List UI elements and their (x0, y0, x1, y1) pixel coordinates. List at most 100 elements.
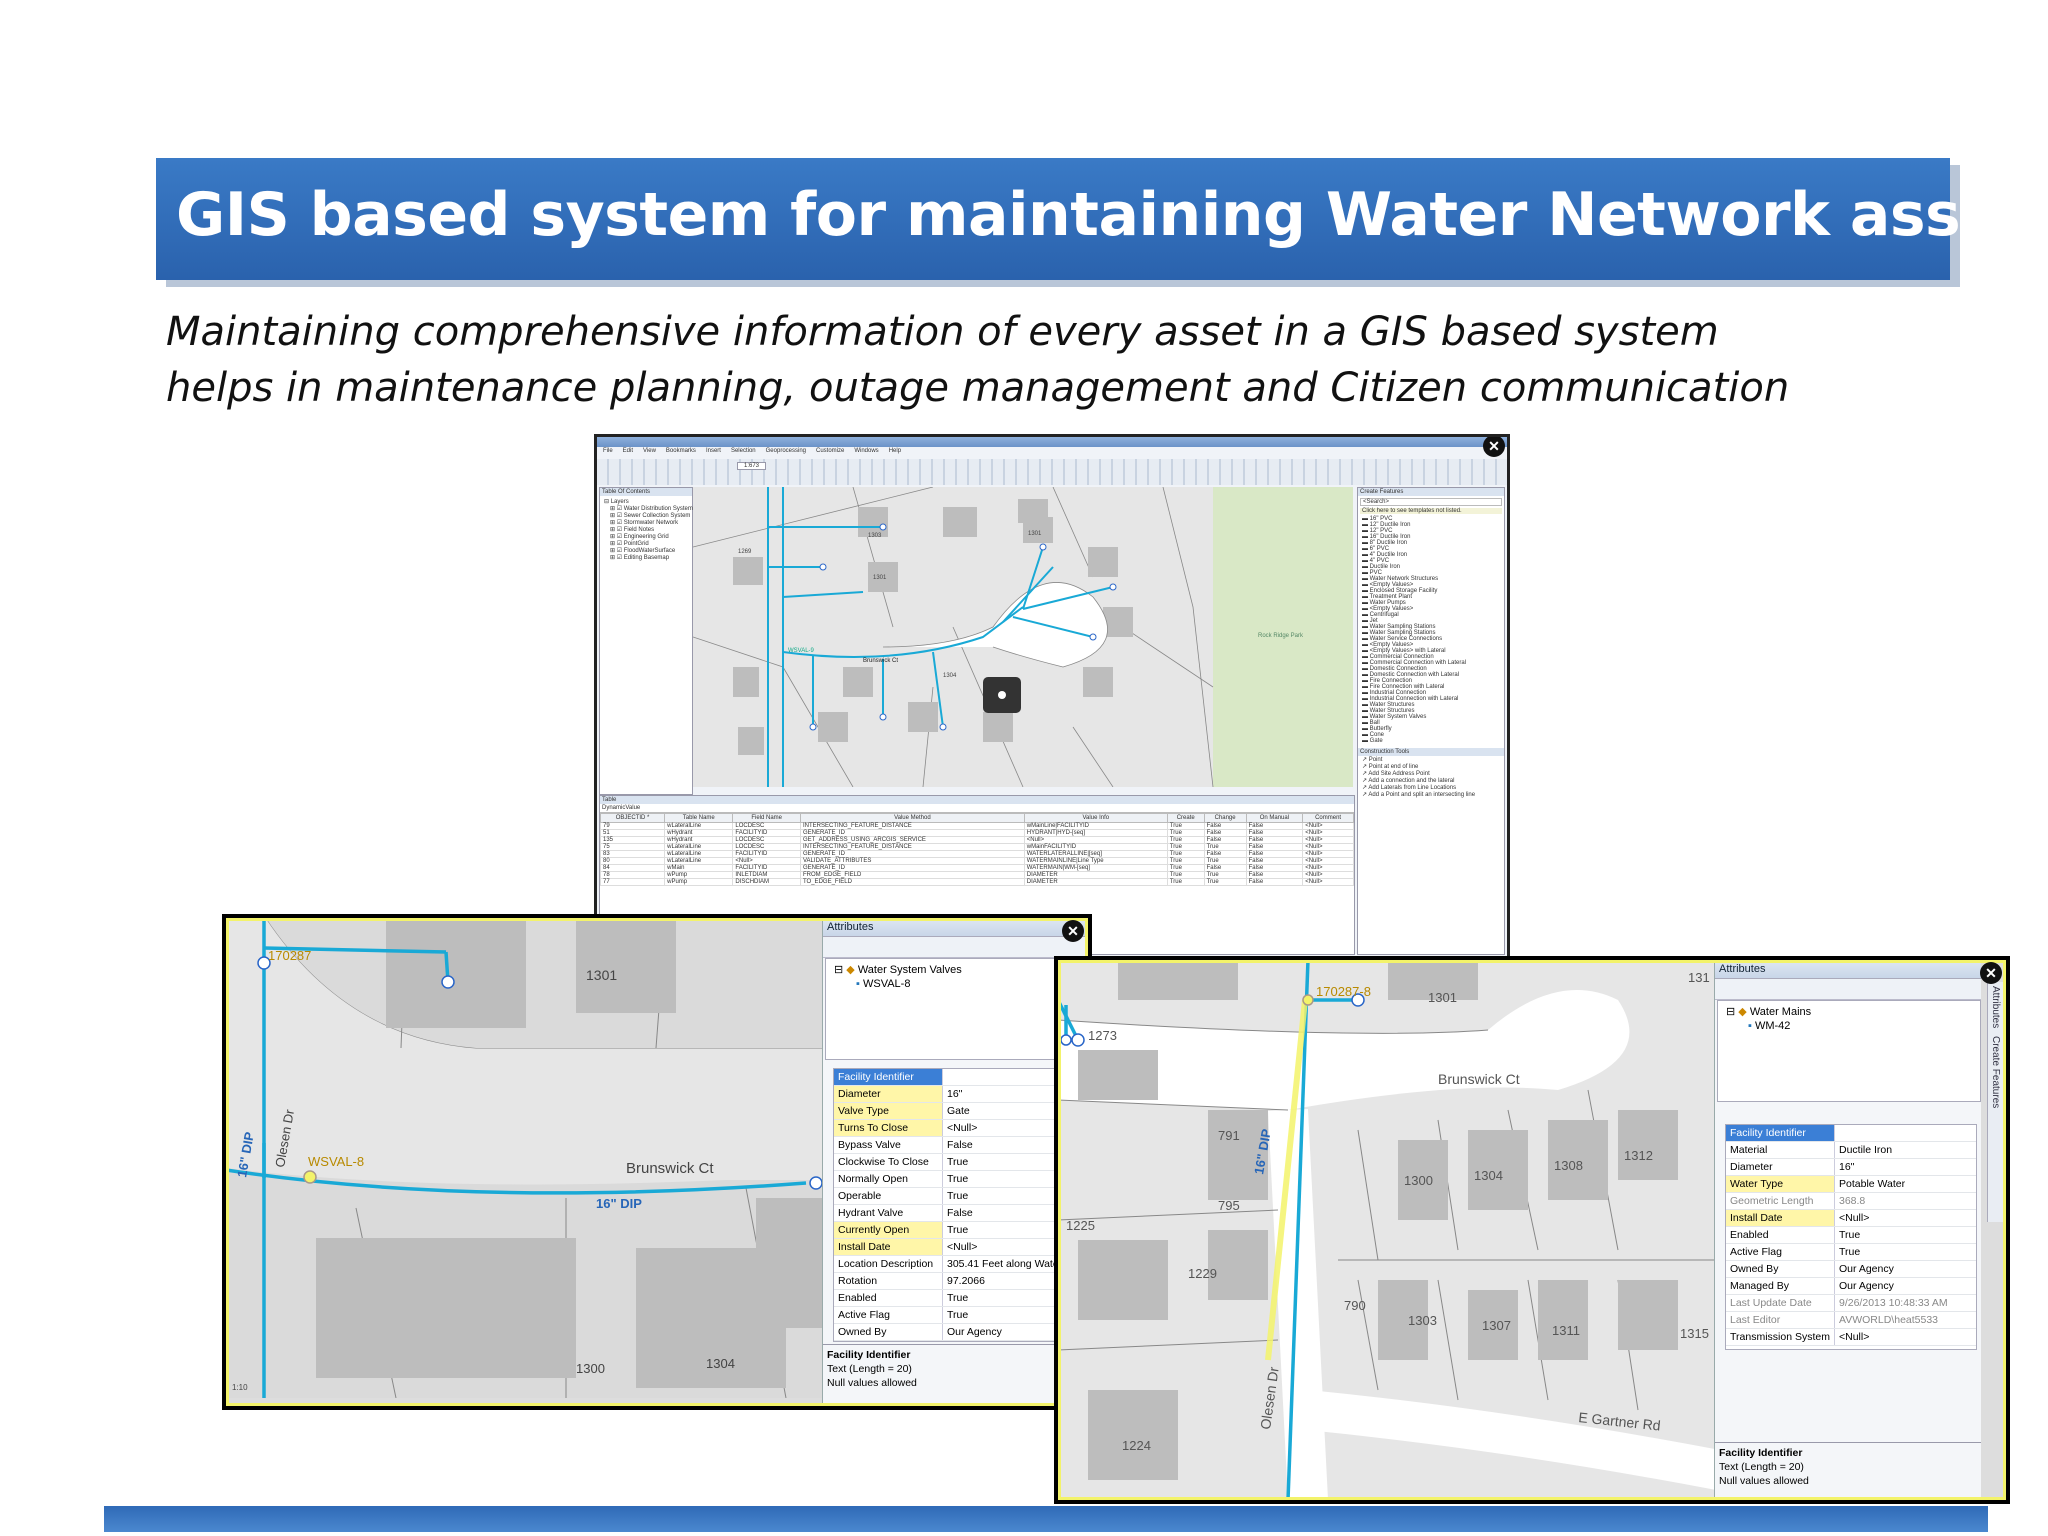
table-cell[interactable]: wPump (664, 878, 734, 886)
table-cell[interactable]: True (1166, 822, 1205, 830)
attribute-value[interactable]: True (947, 1309, 969, 1321)
table-header-cell[interactable]: Value Method (800, 813, 1025, 823)
table-cell[interactable]: True (1166, 829, 1205, 837)
attribute-value[interactable]: True (947, 1156, 969, 1168)
feature-template-item[interactable]: ▬ Water Sampling Stations (1362, 630, 1436, 636)
toc-layer-item[interactable]: ⊞ ☑ Editing Basemap (610, 555, 670, 561)
feature-template-item[interactable]: ▬ Domestic Connection (1362, 666, 1427, 672)
feature-template-item[interactable]: ▬ 8" Ductile Iron (1362, 540, 1408, 546)
attribute-value[interactable]: Our Agency (947, 1326, 1002, 1338)
table-cell[interactable]: wMain (664, 864, 734, 872)
table-cell[interactable]: <Null> (1302, 822, 1354, 830)
toc-layer-item[interactable]: ⊞ ☑ PointGrid (610, 541, 649, 547)
attribute-row[interactable]: Transmission System<Null> (1726, 1329, 1976, 1346)
menu-item[interactable]: View (643, 448, 656, 454)
feature-template-item[interactable]: ▬ Water Structures (1362, 708, 1415, 714)
attribute-value[interactable]: Gate (947, 1105, 970, 1117)
table-header-cell[interactable]: Field Name (732, 813, 801, 823)
side-tab-attributes[interactable]: Attributes (1990, 986, 2001, 1029)
menu-item[interactable]: Customize (816, 448, 845, 454)
construction-tool-item[interactable]: ↗ Add a connection and the lateral (1362, 778, 1455, 784)
feature-template-item[interactable]: ▬ <Empty Values> (1362, 582, 1414, 588)
left-tree-child[interactable]: ▪ WSVAL-8 (826, 976, 1056, 990)
attribute-value[interactable]: True (947, 1224, 969, 1236)
table-header-cell[interactable]: Value Info (1023, 813, 1168, 823)
table-cell[interactable]: <Null> (1302, 871, 1354, 879)
menu-item[interactable]: Help (888, 448, 902, 454)
table-cell[interactable]: DIAMETER (1023, 871, 1168, 879)
table-cell[interactable]: wMainLine|FACILITYID (1023, 822, 1168, 830)
toc-layer-item[interactable]: ⊞ ☑ Sewer Collection System (610, 513, 691, 519)
table-cell[interactable]: False (1203, 822, 1247, 830)
construction-tool-item[interactable]: ↗ Add Laterals from Line Locations (1362, 785, 1457, 791)
right-attributes-tree[interactable]: ⊟ ◆ Water Mains ▪ WM-42 (1717, 1000, 1981, 1102)
attribute-value[interactable]: <Null> (947, 1241, 978, 1253)
arcmap-map-view[interactable]: 1303 1269 1301 1301 1304 Brunswick Ct WS… (693, 487, 1353, 787)
table-cell[interactable]: VALIDATE_ATTRIBUTES (800, 857, 1025, 865)
table-cell[interactable]: wHydrant (664, 836, 734, 844)
feature-template-item[interactable]: ▬ 4" PVC (1362, 558, 1390, 564)
attribute-value[interactable]: Our Agency (943, 1341, 1060, 1342)
table-cell[interactable]: False (1245, 822, 1304, 830)
feature-template-item[interactable]: ▬ <Empty Values> (1362, 606, 1414, 612)
toc-layer-item[interactable]: ⊞ ☑ Engineering Grid (610, 534, 669, 540)
table-cell[interactable]: LOCDESC (732, 836, 801, 844)
table-cell[interactable]: True (1166, 836, 1205, 844)
left-tree-root[interactable]: ⊟ ◆ Water System Valves (834, 964, 962, 976)
table-cell[interactable]: 77 (600, 878, 666, 886)
attribute-value[interactable]: <Null> (1839, 1331, 1870, 1343)
table-cell[interactable]: FROM_EDGE_FIELD (800, 871, 1025, 879)
table-cell[interactable]: wHydrant (664, 829, 734, 837)
table-cell[interactable]: 84 (600, 864, 666, 872)
table-header-cell[interactable]: Change (1203, 813, 1247, 823)
toc-layer-item[interactable]: ⊞ ☑ Water Distribution System (610, 506, 693, 512)
table-cell[interactable]: 79 (600, 822, 666, 830)
table-cell[interactable]: True (1166, 857, 1205, 865)
table-cell[interactable]: wLateralLine (664, 857, 734, 865)
attribute-value[interactable]: 305.41 Feet along Water Main (947, 1258, 1060, 1270)
feature-template-item[interactable]: ▬ 12" Ductile Iron (1362, 522, 1411, 528)
table-cell[interactable]: <Null> (1302, 850, 1354, 858)
table-cell[interactable]: True (1203, 871, 1247, 879)
attribute-value[interactable]: 9/26/2013 10:48:33 AM (1839, 1297, 1948, 1309)
table-cell[interactable]: True (1166, 850, 1205, 858)
table-cell[interactable]: TO_EDGE_FIELD (800, 878, 1025, 886)
attribute-value[interactable]: 97.2066 (947, 1275, 985, 1287)
table-cell[interactable]: False (1245, 829, 1304, 837)
feature-template-item[interactable]: ▬ Industrial Connection with Lateral (1362, 696, 1459, 702)
side-tab-create-features[interactable]: Create Features (1990, 1036, 2001, 1109)
table-header-cell[interactable]: On Manual (1245, 813, 1304, 823)
table-cell[interactable]: 80 (600, 857, 666, 865)
feature-template-item[interactable]: ▬ Water Sampling Stations (1362, 624, 1436, 630)
right-tree-child[interactable]: ▪ WM-42 (1718, 1018, 1980, 1032)
right-close-icon[interactable]: ✕ (1980, 962, 2002, 984)
construction-tool-item[interactable]: ↗ Add Site Address Point (1362, 771, 1430, 777)
right-tree-root[interactable]: ⊟ ◆ Water Mains (1726, 1006, 1812, 1018)
table-cell[interactable]: GENERATE_ID (800, 850, 1025, 858)
feature-template-item[interactable]: ▬ PVC (1362, 570, 1383, 576)
feature-template-item[interactable]: ▬ Enclosed Storage Facility (1362, 588, 1438, 594)
toc-layer-item[interactable]: ⊞ ☑ Stormwater Network (610, 520, 679, 526)
table-cell[interactable]: False (1245, 850, 1304, 858)
table-cell[interactable]: <Null> (1302, 857, 1354, 865)
table-header-cell[interactable]: OBJECTID * (600, 813, 666, 823)
attribute-value[interactable]: False (947, 1207, 973, 1219)
menu-item[interactable]: File (603, 448, 613, 454)
table-cell[interactable]: <Null> (1302, 878, 1354, 886)
table-tab[interactable]: DynamicValue (600, 804, 1354, 813)
table-cell[interactable]: 51 (600, 829, 666, 837)
table-cell[interactable]: True (1166, 871, 1205, 879)
attribute-value[interactable]: True (947, 1292, 969, 1304)
attribute-value[interactable]: Potable Water (1839, 1178, 1906, 1190)
attribute-value[interactable]: 16" (947, 1088, 963, 1100)
attribute-value[interactable]: Our Agency (1839, 1280, 1894, 1292)
attribute-value[interactable]: 16" (1839, 1161, 1855, 1173)
table-cell[interactable]: FACILITYID (732, 850, 801, 858)
table-cell[interactable]: <Null> (1302, 864, 1354, 872)
